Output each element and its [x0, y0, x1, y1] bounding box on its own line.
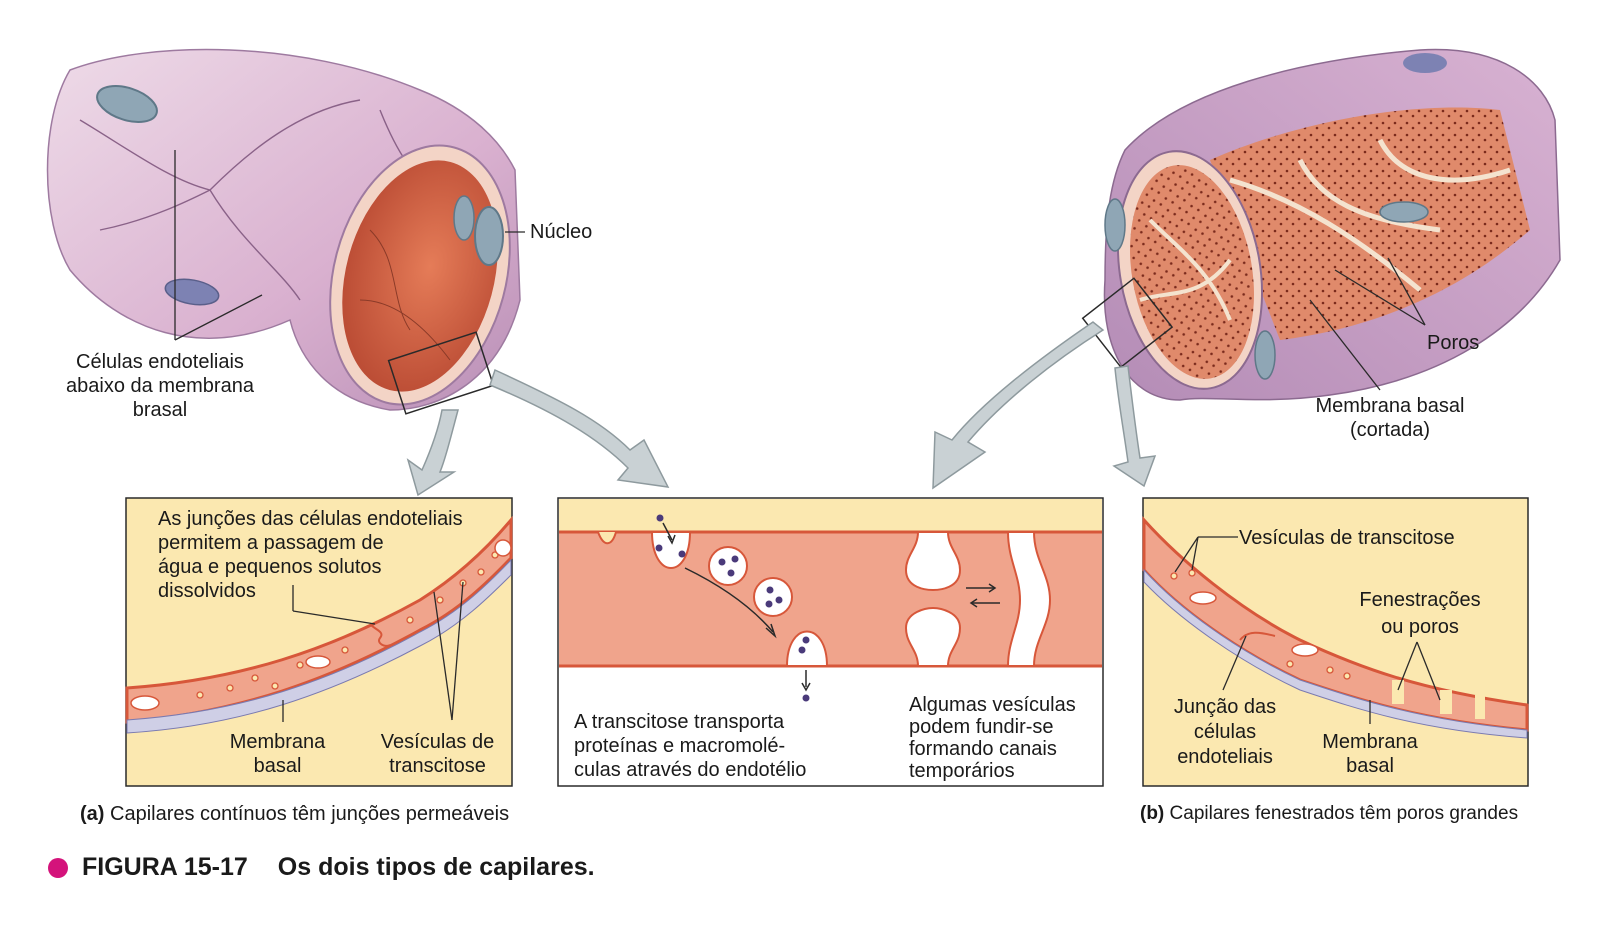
label-b-basal-membrane: Membrana basal	[1305, 730, 1435, 778]
bullet-icon	[48, 857, 68, 878]
label-basal-membrane-cut-line2: (cortada)	[1349, 419, 1431, 441]
label-basal-membrane-cut-line1: Membrana basal	[1315, 395, 1465, 417]
label-fenestrations-line2: ou poros	[1381, 616, 1459, 638]
label-junctions-line4: dissolvidos	[158, 580, 256, 602]
label-transcytosis-line2: proteínas e macromolé-	[574, 735, 786, 757]
caption-b-text: Capilares fenestrados têm poros grandes	[1169, 803, 1519, 824]
label-endothelial-cells-line2: abaixo da membrana	[66, 375, 254, 397]
label-vesicles-fuse: Algumas vesículas podem fundir-se forman…	[909, 694, 1076, 782]
panel-a-inset	[125, 497, 513, 787]
label-a-basal-membrane-line1: Membrana	[229, 731, 326, 753]
label-b-basal-membrane-line1: Membrana	[1322, 731, 1418, 753]
label-transcytosis-transport: A transcitose transporta proteínas e mac…	[574, 710, 806, 782]
fenestrated-capillary-illustration	[1081, 48, 1561, 401]
label-endothelial-cells-line3: brasal	[132, 399, 188, 421]
transcytosis-panel	[557, 497, 1104, 787]
label-nucleus: Núcleo	[530, 221, 593, 243]
label-b-transcytosis-vesicles: Vesículas de transcitose	[1239, 527, 1455, 549]
label-a-transcytosis-vesicles-line2: transcitose	[389, 755, 486, 777]
label-vesicles-fuse-line1: Algumas vesículas	[909, 694, 1076, 716]
label-a-transcytosis-vesicles: Vesículas de transcitose	[365, 730, 510, 778]
label-b-junction: Junção das células endoteliais	[1155, 695, 1295, 770]
label-transcytosis-line1: A transcitose transporta	[574, 711, 785, 733]
panel-b-inset	[1142, 497, 1529, 787]
label-basal-membrane-cut: Membrana basal (cortada)	[1290, 394, 1490, 442]
label-junctions-line3: água e pequenos solutos	[158, 556, 382, 578]
label-pores: Poros	[1427, 332, 1480, 354]
caption-b-letter: (b)	[1140, 803, 1165, 824]
label-transcytosis-line3: culas através do endotélio	[574, 759, 807, 781]
label-fenestrations-line1: Fenestrações	[1359, 589, 1481, 611]
label-a-basal-membrane: Membrana basal	[215, 730, 340, 778]
label-junctions-line1: As junções das células endoteliais	[158, 508, 463, 530]
label-endothelial-cells: Células endoteliais abaixo da membrana b…	[40, 350, 280, 422]
label-a-transcytosis-vesicles-line1: Vesículas de	[380, 731, 495, 753]
label-b-junction-line3: endoteliais	[1177, 746, 1273, 768]
label-b-basal-membrane-line2: basal	[1346, 755, 1394, 777]
figure-title: FIGURA 15-17 Os dois tipos de capilares.	[48, 853, 595, 882]
label-b-junction-line1: Junção das	[1173, 696, 1277, 718]
caption-panel-b: (b) Capilares fenestrados têm poros gran…	[1140, 802, 1518, 826]
label-vesicles-fuse-line3: formando canais	[909, 738, 1057, 760]
label-vesicles-fuse-line4: temporários	[909, 760, 1015, 782]
label-fenestrations: Fenestrações ou poros	[1340, 587, 1500, 641]
label-junctions-line2: permitem a passagem de	[158, 532, 384, 554]
continuous-capillary-illustration	[46, 48, 521, 415]
label-junctions: As junções das células endoteliais permi…	[158, 507, 463, 603]
label-b-junction-line2: células	[1193, 721, 1257, 743]
caption-a-letter: (a)	[80, 803, 105, 825]
label-a-basal-membrane-line2: basal	[253, 755, 302, 777]
caption-panel-a: (a) Capilares contínuos têm junções perm…	[80, 802, 509, 826]
figure-number: FIGURA 15-17	[82, 853, 248, 881]
label-vesicles-fuse-line2: podem fundir-se	[909, 716, 1054, 738]
caption-a-text: Capilares contínuos têm junções permeáve…	[110, 803, 510, 825]
zoom-arrows	[406, 321, 1157, 497]
figure-title-text: Os dois tipos de capilares.	[277, 853, 595, 881]
label-endothelial-cells-line1: Células endoteliais	[76, 351, 244, 373]
